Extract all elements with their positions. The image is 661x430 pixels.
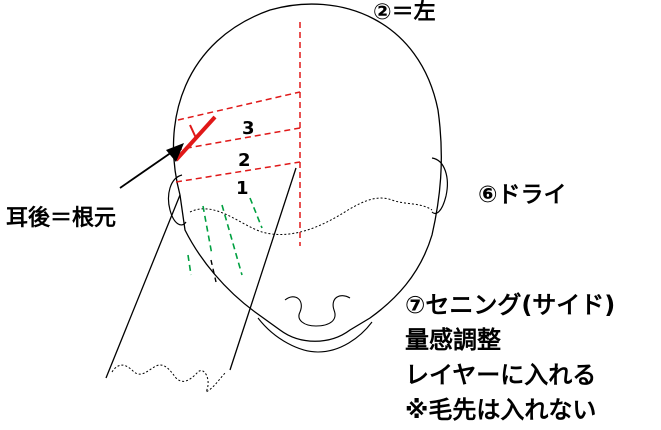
guide-line-2 (202, 205, 213, 256)
hair-ends-dotted (111, 364, 227, 394)
step7-line-1: ⑦セニング(サイド) (405, 291, 616, 319)
step7-line-2: 量感調整 (405, 326, 501, 354)
step6-label: ⑥ドライ (478, 182, 567, 208)
section-line-3 (175, 127, 301, 151)
ear-back-arrow-line (119, 151, 173, 189)
guide-line-black (210, 259, 217, 283)
ear-back-label: 耳後＝根元 (6, 206, 117, 231)
step2-label: ②＝左 (373, 0, 436, 25)
head-outline (172, 3, 442, 342)
step7-line-4: ※毛先は入れない (405, 396, 597, 424)
guide-line-4 (249, 197, 263, 229)
red-cut-stroke (174, 115, 217, 162)
section-number-3: 3 (242, 118, 255, 139)
hair-pull-line-right (229, 167, 297, 371)
hair-pull-line-left (105, 194, 181, 379)
guide-line-3 (221, 204, 243, 276)
section-line-top (177, 91, 301, 121)
neck-outline (257, 317, 373, 353)
section-number-2: 2 (238, 150, 251, 171)
left-ear (167, 174, 187, 226)
guide-line-1 (187, 254, 192, 276)
section-number-1: 1 (236, 178, 249, 199)
step7-line-3: レイヤーに入れる (405, 361, 597, 389)
hairline-dotted (189, 197, 433, 236)
right-ear (431, 157, 448, 215)
nape-outline (284, 295, 351, 327)
step7-block: ⑦セニング(サイド) 量感調整 レイヤーに入れる ※毛先は入れない (405, 288, 615, 428)
red-tick (189, 124, 197, 139)
section-line-2 (175, 161, 301, 183)
arrow-head (166, 143, 184, 162)
